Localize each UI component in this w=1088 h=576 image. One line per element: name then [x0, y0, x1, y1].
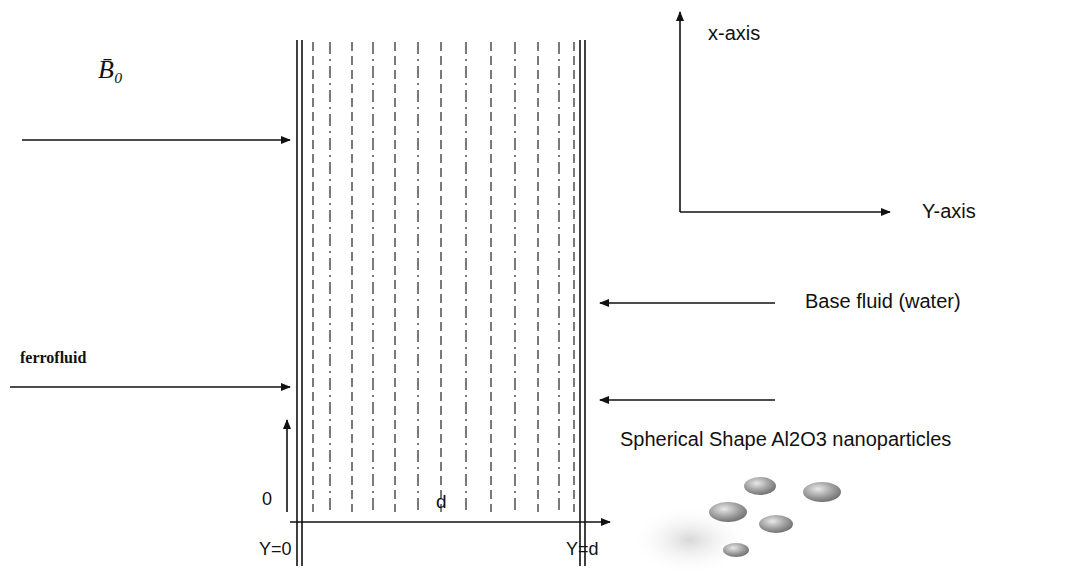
flow-line	[351, 42, 352, 512]
origin-arrow	[286, 420, 288, 512]
axis-label: x-axis	[708, 22, 760, 44]
pointer-arrow	[600, 399, 775, 401]
particle-label: Spherical Shape Al2O3 nanoparticles	[620, 428, 951, 450]
nanoparticles	[630, 477, 841, 575]
flow-line	[573, 42, 574, 512]
dimension-label: d	[436, 492, 447, 513]
flow-line	[558, 42, 559, 512]
origin-label: 0	[262, 490, 272, 510]
flow-line	[490, 42, 491, 512]
flow-line	[465, 42, 466, 512]
fluid-label: Base fluid (water)	[805, 290, 961, 312]
position-label: Y=d	[566, 540, 599, 560]
flow-line	[312, 42, 313, 512]
flow-line	[329, 42, 330, 512]
x-axis-line	[679, 12, 681, 212]
y-axis-line	[680, 211, 890, 213]
ferrofluid-arrow	[10, 386, 290, 388]
flow-line	[537, 42, 538, 512]
flow-line	[372, 42, 373, 512]
axis-label: Y-axis	[922, 200, 976, 222]
flow-line	[394, 42, 395, 512]
field-arrow	[22, 139, 290, 141]
pointer-arrow	[600, 302, 775, 304]
width-arrow	[290, 521, 610, 523]
fluid-label: ferrofluid	[20, 349, 86, 367]
position-label: Y=0	[259, 540, 292, 560]
channel-walls	[297, 40, 585, 566]
field-symbol: B̄₀	[98, 56, 123, 85]
flow-line	[440, 42, 441, 512]
flow-lines	[313, 42, 574, 512]
flow-line	[417, 42, 418, 512]
flow-line	[514, 42, 515, 512]
